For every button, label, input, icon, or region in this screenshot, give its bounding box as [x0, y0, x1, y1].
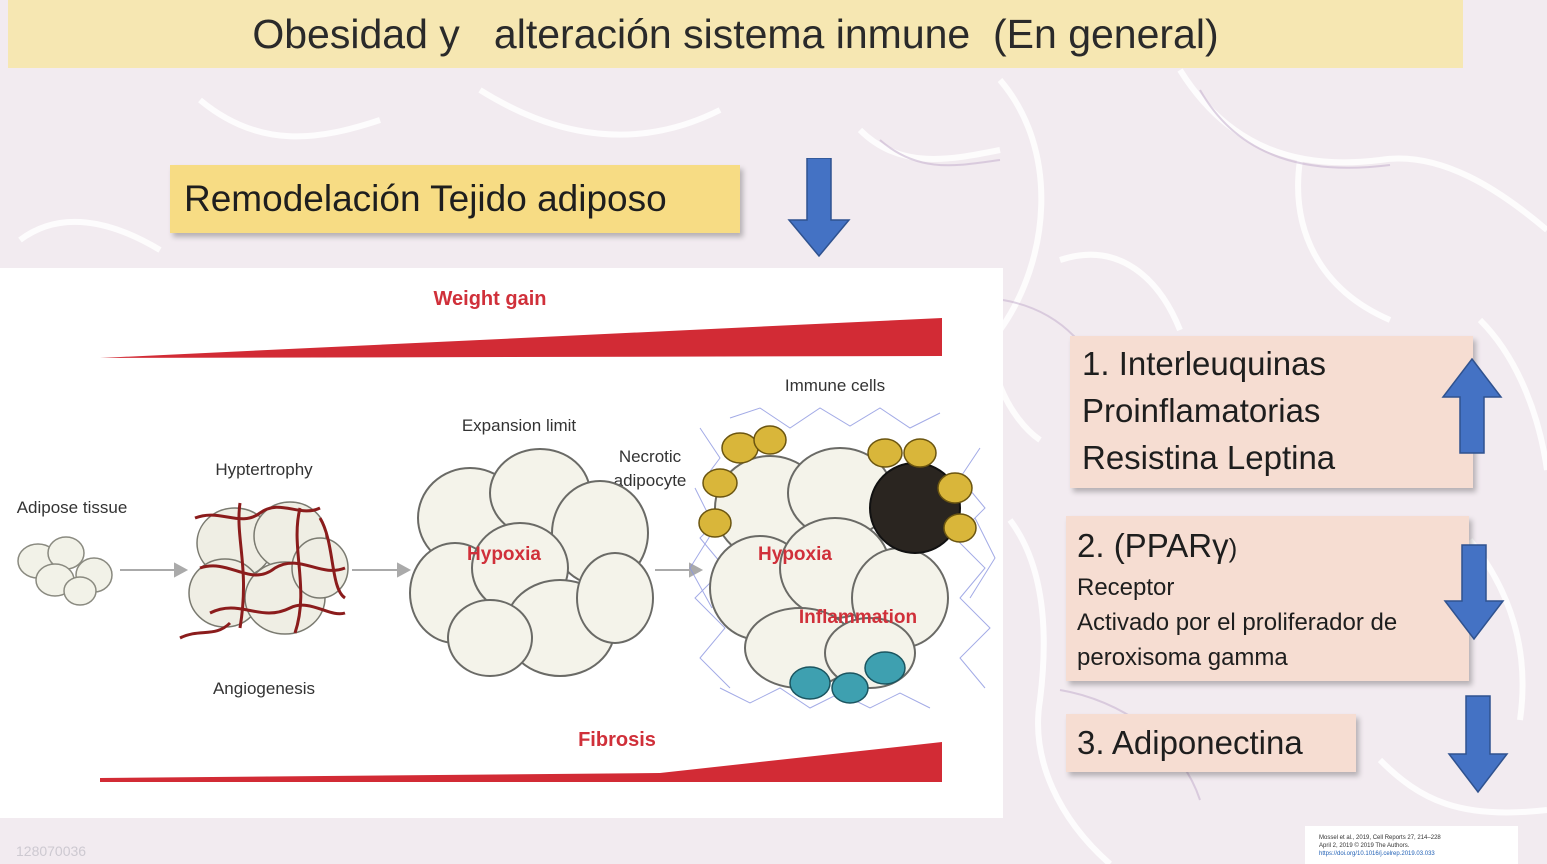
immune-cells-teal: [789, 651, 906, 704]
weight-gain-wedge: [100, 318, 942, 358]
box1-line3: Resistina Leptina: [1082, 439, 1336, 476]
box1-line2: Proinflamatorias: [1082, 392, 1321, 429]
adipose-tissue-label: Adipose tissue: [17, 498, 128, 517]
box2-line1: Receptor: [1077, 574, 1175, 601]
slide-title: Obesidad y alteración sistema inmune (En…: [8, 0, 1463, 68]
citation-doi-link[interactable]: https://doi.org/10.1016/j.celrep.2019.03…: [1319, 851, 1435, 857]
citation-line2: April 2, 2019 © 2019 The Authors.: [1319, 843, 1410, 849]
adipose-remodeling-figure: Weight gain Fibrosis Adipose tissue Hypt…: [0, 268, 1003, 818]
necrotic-label-2: adipocyte: [614, 471, 687, 490]
immune-cells-label: Immune cells: [785, 376, 885, 395]
box2-heading-text: 2. (PPARγ: [1077, 527, 1229, 564]
interleukins-box: 1. Interleuquinas Proinflamatorias Resis…: [1070, 336, 1473, 488]
box2-heading-close: ): [1228, 533, 1238, 563]
watermark-id: 128070036: [16, 843, 87, 859]
box2-line3: peroxisoma gamma: [1077, 644, 1288, 671]
expansion-limit-cells: [409, 448, 654, 677]
box3-line1: 3. Adiponectina: [1077, 724, 1303, 761]
hypoxia-label-2: Hypoxia: [758, 544, 832, 565]
up-arrow-icon: [1441, 357, 1503, 454]
down-arrow-icon: [1447, 695, 1509, 794]
citation-reference: Mossel et al., 2019, Cell Reports 27, 21…: [1305, 826, 1518, 864]
angiogenesis-label: Angiogenesis: [213, 679, 315, 698]
box2-heading: 2. (PPARγ): [1077, 524, 1469, 570]
citation-line1: Mossel et al., 2019, Cell Reports 27, 21…: [1319, 835, 1441, 841]
immune-cells-yellow: [698, 425, 977, 543]
box2-line2: Activado por el proliferador de: [1077, 609, 1398, 636]
box1-line1: 1. Interleuquinas: [1082, 345, 1327, 382]
inflamed-cells: [709, 447, 949, 689]
down-arrow-icon: [787, 158, 851, 258]
inflammation-label: Inflammation: [799, 607, 917, 628]
hypertrophy-cells: [188, 501, 349, 635]
hypertrophy-label: Hyptertrophy: [215, 460, 313, 479]
fibrosis-label: Fibrosis: [578, 729, 656, 751]
hypoxia-label-1: Hypoxia: [467, 544, 541, 565]
adipose-tissue-cells: [17, 536, 113, 606]
blood-vessels: [179, 502, 347, 640]
subtitle-text: Remodelación Tejido adiposo: [184, 178, 667, 219]
subtitle-box: Remodelación Tejido adiposo: [170, 165, 740, 233]
down-arrow-icon: [1443, 544, 1505, 641]
weight-gain-label: Weight gain: [434, 288, 547, 310]
adiponectin-box: 3. Adiponectina: [1066, 714, 1356, 772]
ppar-gamma-box: 2. (PPARγ) Receptor Activado por el prol…: [1066, 516, 1469, 681]
fibrosis-wedge: [100, 742, 942, 782]
expansion-limit-label: Expansion limit: [462, 416, 577, 435]
necrotic-label-1: Necrotic: [619, 447, 682, 466]
